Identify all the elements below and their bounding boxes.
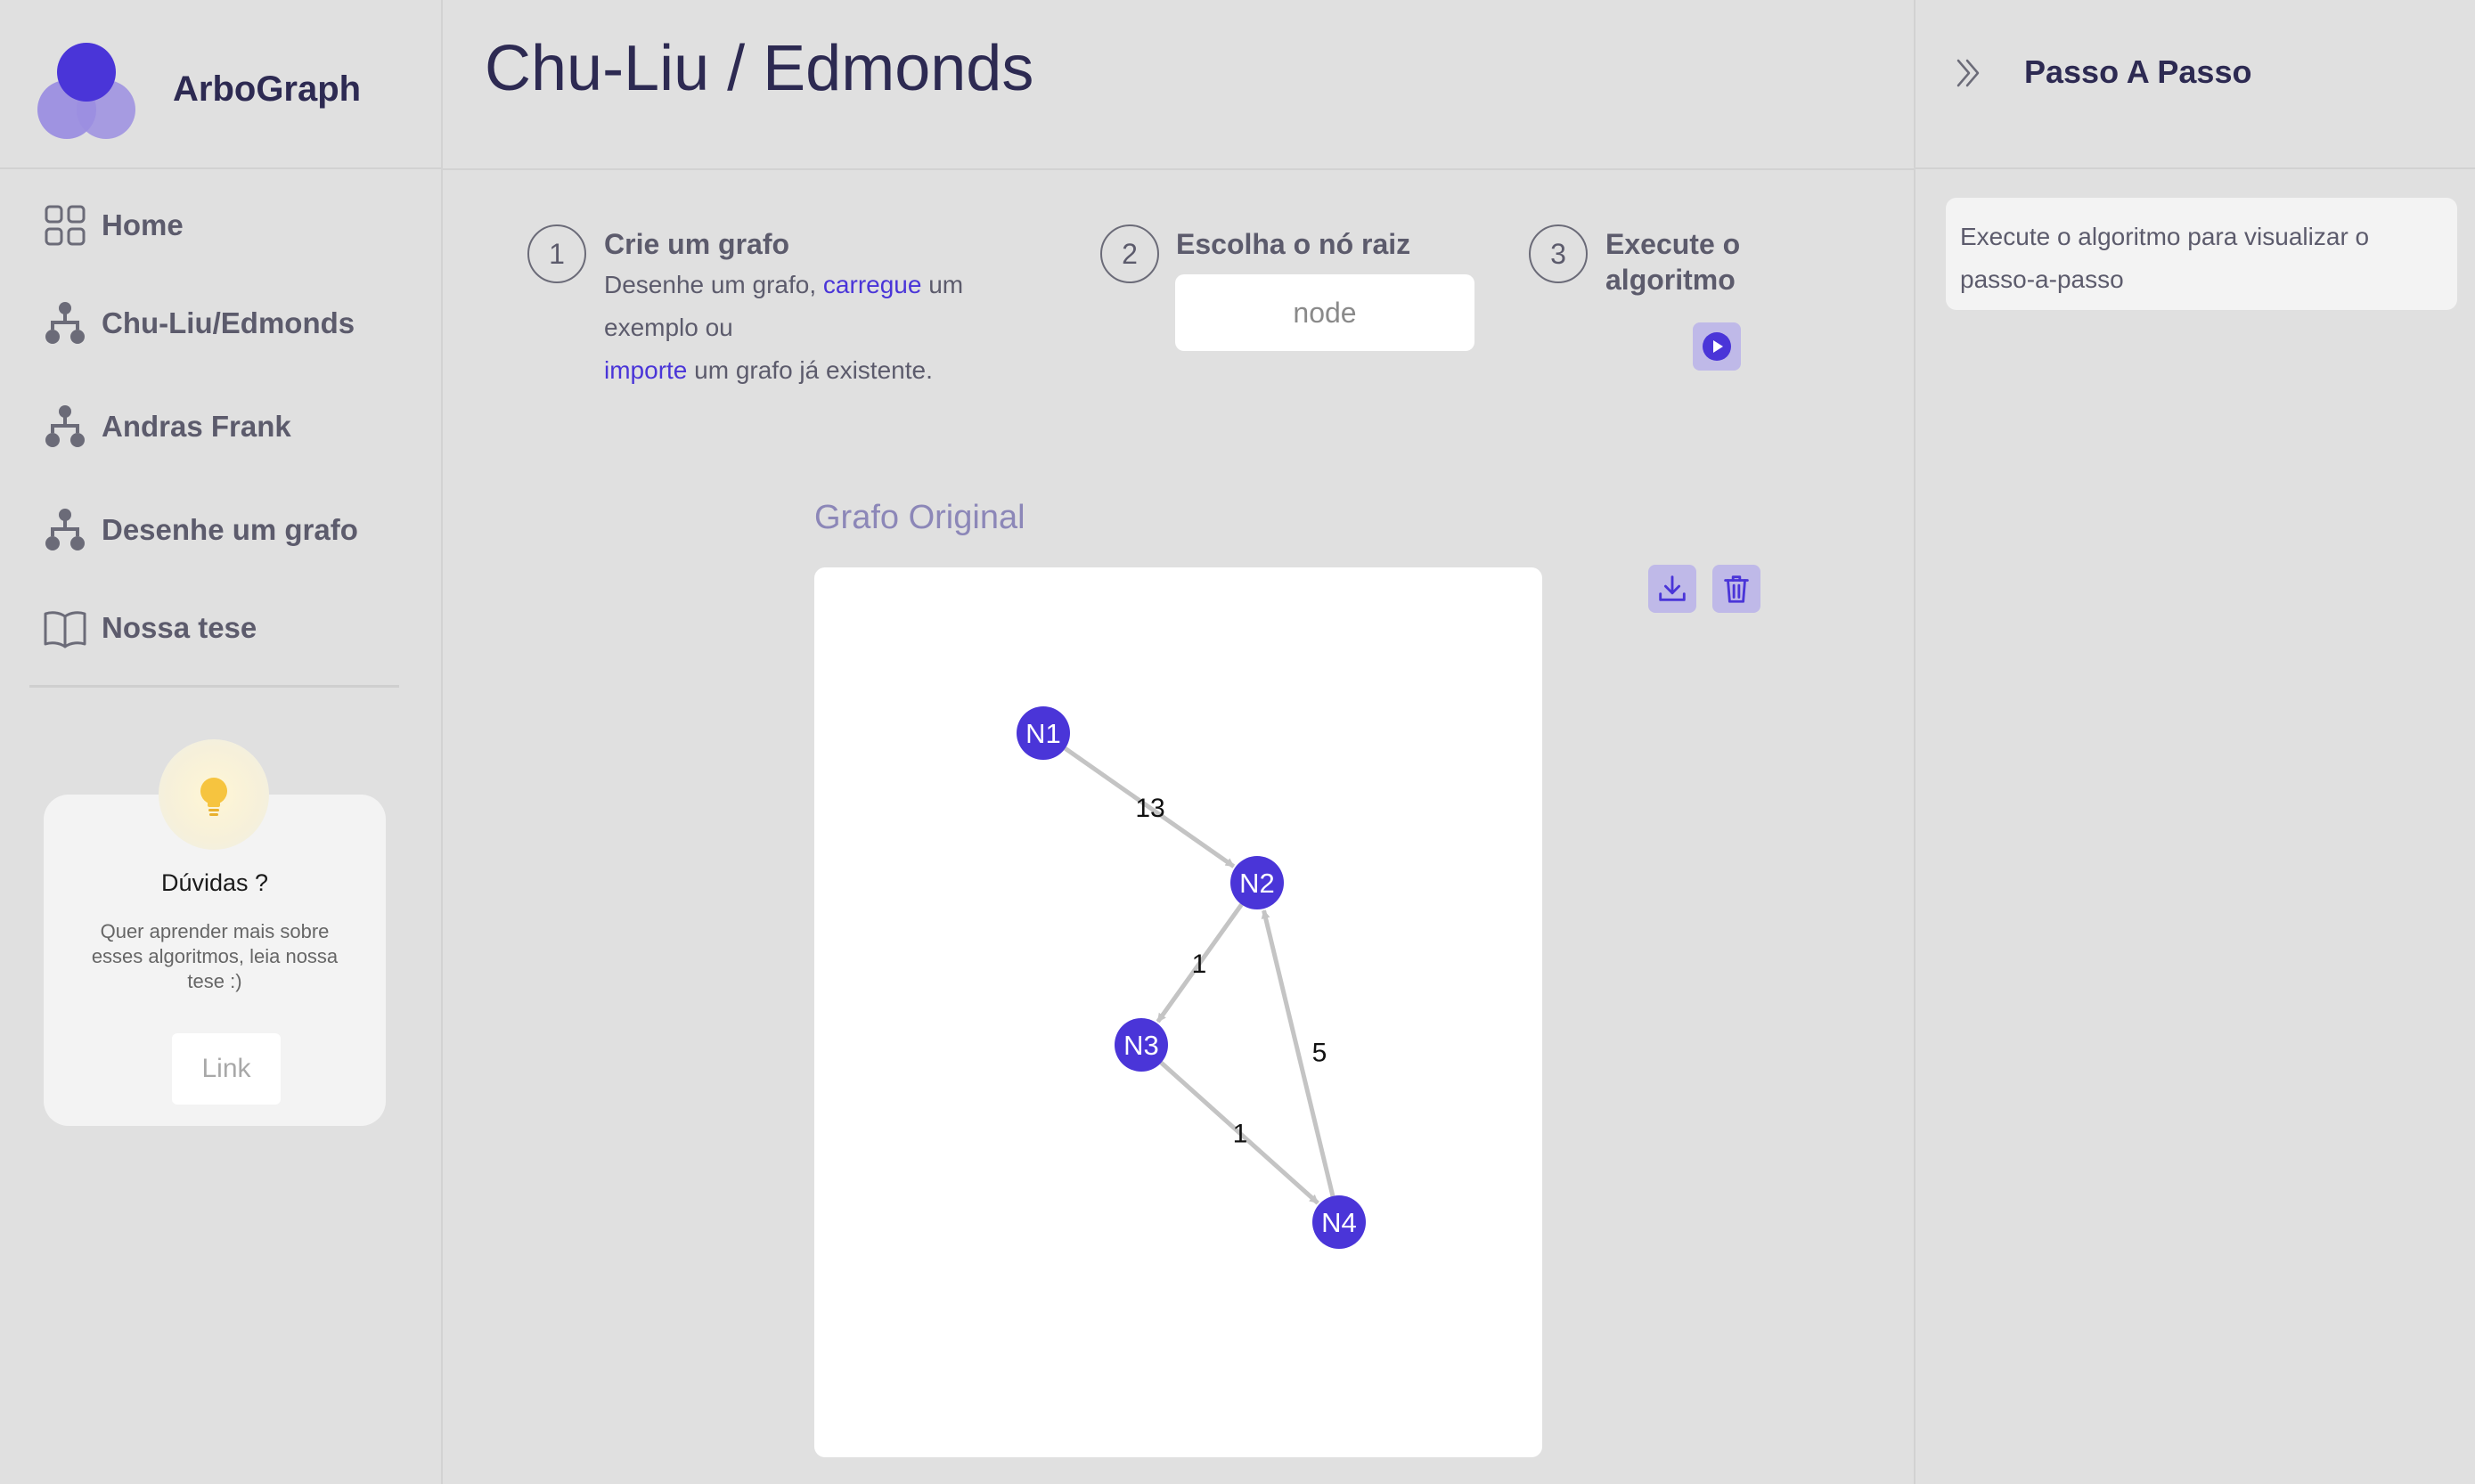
step-2-number: 2 bbox=[1100, 224, 1159, 283]
app-name: ArboGraph bbox=[173, 69, 362, 109]
tree-icon bbox=[45, 405, 85, 447]
double-chevron-right-icon[interactable] bbox=[1949, 53, 1989, 93]
sidebar-item-label: Desenhe um grafo bbox=[102, 513, 358, 546]
step-2-title: Escolha o nó raiz bbox=[1176, 228, 1411, 260]
sidebar-item-label: Andras Frank bbox=[102, 410, 291, 443]
page-title: Chu-Liu / Edmonds bbox=[485, 33, 1034, 104]
delete-graph-button[interactable] bbox=[1712, 565, 1760, 613]
sidebar-item-label: Nossa tese bbox=[102, 611, 257, 644]
graph-node-n4[interactable]: N4 bbox=[1312, 1195, 1366, 1249]
play-icon bbox=[1703, 332, 1731, 361]
graph-node-label: N2 bbox=[1239, 868, 1275, 899]
sidebar-item-andras-frank[interactable]: Andras Frank bbox=[43, 400, 291, 453]
step-1-title: Crie um grafo bbox=[604, 228, 790, 260]
step-1-number: 1 bbox=[527, 224, 586, 283]
panel-header: Passo A Passo bbox=[1915, 0, 2475, 169]
graph-node-label: N4 bbox=[1321, 1207, 1357, 1238]
graph-node-circle[interactable] bbox=[1017, 706, 1070, 760]
graph-title: Grafo Original bbox=[814, 499, 1025, 536]
edge-weight-label: 1 bbox=[1233, 1120, 1248, 1149]
sidebar-item-home[interactable]: Home bbox=[43, 199, 184, 252]
step-3-title: Execute o algoritmo bbox=[1605, 228, 1741, 296]
import-graph-link[interactable]: importe bbox=[604, 356, 688, 384]
edge-weight-label: 1 bbox=[1192, 950, 1207, 979]
book-icon bbox=[44, 611, 86, 648]
graph-edge[interactable] bbox=[1261, 909, 1336, 1197]
sidebar-item-chu-liu-edmonds[interactable]: Chu-Liu/Edmonds bbox=[43, 297, 355, 350]
lightbulb-badge bbox=[159, 739, 269, 850]
step-by-step-panel: Passo A Passo Execute o algoritmo para v… bbox=[1914, 0, 2475, 1484]
brand-header: ArboGraph bbox=[0, 0, 443, 169]
graph-node-circle[interactable] bbox=[1230, 856, 1284, 909]
graph-node-circle[interactable] bbox=[1312, 1195, 1366, 1249]
lightbulb-icon bbox=[200, 778, 227, 816]
root-node-input[interactable] bbox=[1175, 274, 1474, 351]
graph-node-label: N3 bbox=[1123, 1030, 1159, 1061]
help-link-button[interactable]: Link bbox=[172, 1033, 281, 1105]
tree-icon bbox=[45, 509, 85, 550]
edge-weight-label: 5 bbox=[1312, 1039, 1327, 1068]
graph-node-n3[interactable]: N3 bbox=[1115, 1018, 1168, 1072]
edge-weight-label: 13 bbox=[1135, 794, 1164, 823]
download-icon bbox=[1659, 575, 1686, 601]
sidebar-item-label: Home bbox=[102, 208, 184, 241]
step-1-text: Desenhe um grafo, bbox=[604, 271, 823, 298]
app-logo[interactable] bbox=[37, 39, 137, 139]
trash-icon bbox=[1724, 575, 1749, 603]
graph-edge[interactable] bbox=[1159, 1061, 1319, 1205]
sidebar-item-label: Chu-Liu/Edmonds bbox=[102, 306, 355, 339]
step-1-text: um grafo já existente. bbox=[687, 356, 933, 384]
sidebar-item-desenhe-um-grafo[interactable]: Desenhe um grafo bbox=[43, 503, 358, 557]
sidebar: ArboGraph Home Chu-Liu/Edmonds Andr bbox=[0, 0, 443, 1484]
help-text: Quer aprender mais sobre esses algoritmo… bbox=[91, 920, 339, 992]
run-algorithm-button[interactable] bbox=[1693, 322, 1741, 371]
graph-edge[interactable] bbox=[1064, 746, 1236, 868]
load-example-link[interactable]: carregue bbox=[822, 271, 922, 298]
help-title: Dúvidas ? bbox=[160, 869, 269, 896]
download-graph-button[interactable] bbox=[1648, 565, 1696, 613]
step-3-number: 3 bbox=[1529, 224, 1588, 283]
graph-node-n2[interactable]: N2 bbox=[1230, 856, 1284, 909]
tree-icon bbox=[45, 302, 85, 344]
step-info-box: Execute o algoritmo para visualizar o pa… bbox=[1946, 198, 2457, 310]
graph-node-circle[interactable] bbox=[1115, 1018, 1168, 1072]
graph-edge[interactable] bbox=[1156, 902, 1244, 1023]
graph-node-n1[interactable]: N1 bbox=[1017, 706, 1070, 760]
graph-node-label: N1 bbox=[1025, 718, 1061, 749]
header-divider bbox=[443, 168, 1914, 170]
sidebar-divider bbox=[29, 685, 399, 688]
grid-icon bbox=[45, 205, 86, 246]
panel-title: Passo A Passo bbox=[2024, 53, 2252, 90]
step-1-text: um exemplo ou bbox=[604, 271, 964, 341]
step-1-description: Desenhe um grafo, carregue um exemplo ou… bbox=[604, 264, 1014, 392]
sidebar-item-nossa-tese[interactable]: Nossa tese bbox=[43, 601, 257, 655]
help-card: Dúvidas ? Quer aprender mais sobre esses… bbox=[44, 795, 386, 1126]
